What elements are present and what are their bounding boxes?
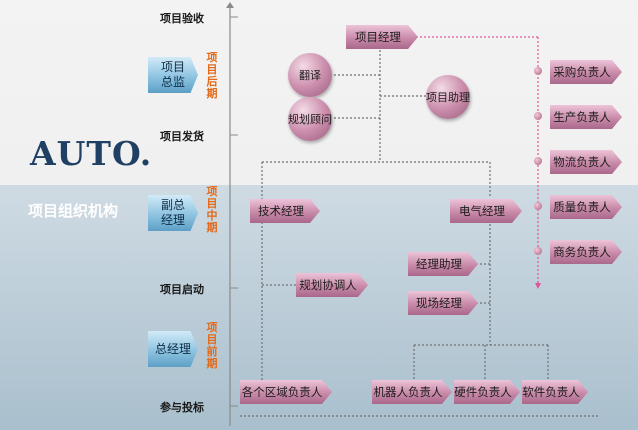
node-project-manager: 项目经理 xyxy=(346,25,418,49)
tag-gm: 总经理 xyxy=(148,331,198,367)
node-project-assistant: 项目助理 xyxy=(426,75,470,119)
auto-logo: AUTO. xyxy=(30,134,153,173)
node-planning-coordinator: 规划协调人 xyxy=(296,273,368,297)
node-site-manager: 现场经理 xyxy=(408,291,478,315)
node-region-leads: 各个区域负责人 xyxy=(240,380,332,404)
timeline-arrow xyxy=(226,2,234,8)
node-hardware-lead: 硬件负责人 xyxy=(454,380,520,404)
phase-late: 项目后期 xyxy=(206,51,218,100)
pink-arrow-head xyxy=(535,283,541,289)
tag-director: 项目总监 xyxy=(148,57,198,93)
node-electrical-manager: 电气经理 xyxy=(450,199,522,223)
bullet-icon xyxy=(534,67,542,75)
bullet-icon xyxy=(534,157,542,165)
bullet-icon xyxy=(534,247,542,255)
node-manager-assistant: 经理助理 xyxy=(408,252,478,276)
node-tech-manager: 技术经理 xyxy=(250,199,320,223)
phase-early: 项目前期 xyxy=(206,321,218,370)
bullet-icon xyxy=(534,112,542,120)
node-business-lead: 商务负责人 xyxy=(550,240,622,264)
node-logistics-lead: 物流负责人 xyxy=(550,150,622,174)
phase-mid: 项目中期 xyxy=(206,185,218,234)
node-quality-lead: 质量负责人 xyxy=(550,195,622,219)
bullet-icon xyxy=(534,202,542,210)
node-translator: 翻译 xyxy=(288,53,332,97)
node-robot-lead: 机器人负责人 xyxy=(372,380,452,404)
node-production-lead: 生产负责人 xyxy=(550,105,622,129)
timeline-bidding: 参与投标 xyxy=(160,401,204,414)
timeline-startup: 项目启动 xyxy=(160,283,204,296)
node-procurement-lead: 采购负责人 xyxy=(550,60,622,84)
org-title: 项目组织机构 xyxy=(28,202,119,220)
node-planning-advisor: 规划顾问 xyxy=(288,97,332,141)
node-software-lead: 软件负责人 xyxy=(522,380,588,404)
timeline-acceptance: 项目验收 xyxy=(160,12,204,25)
tag-deputy-gm: 副总经理 xyxy=(148,195,198,231)
timeline-shipping: 项目发货 xyxy=(160,130,204,143)
